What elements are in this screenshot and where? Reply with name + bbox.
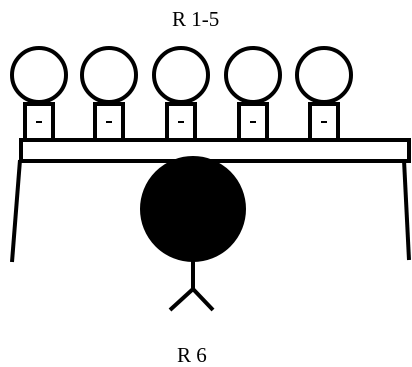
seated-figure-head — [80, 46, 138, 104]
seated-figure-r3 — [152, 46, 210, 142]
standing-figure-r6 — [140, 156, 246, 312]
standing-figure-leg-right — [191, 287, 215, 312]
seated-figure-r5 — [295, 46, 353, 142]
seated-figure-head — [224, 46, 282, 104]
seated-figure-r2 — [80, 46, 138, 142]
label-top-group: R 1-5 — [172, 7, 219, 31]
table-leg-left — [10, 159, 22, 263]
table-top — [19, 138, 411, 163]
seated-figure-head — [152, 46, 210, 104]
seated-figure-head — [10, 46, 68, 104]
standing-figure-head — [140, 156, 246, 262]
label-bottom-single: R 6 — [177, 343, 207, 367]
seated-figure-head — [295, 46, 353, 104]
seated-figure-r1 — [10, 46, 68, 142]
table-leg-right — [402, 159, 411, 261]
seated-figure-r4 — [224, 46, 282, 142]
standing-figure-leg-left — [168, 287, 195, 312]
